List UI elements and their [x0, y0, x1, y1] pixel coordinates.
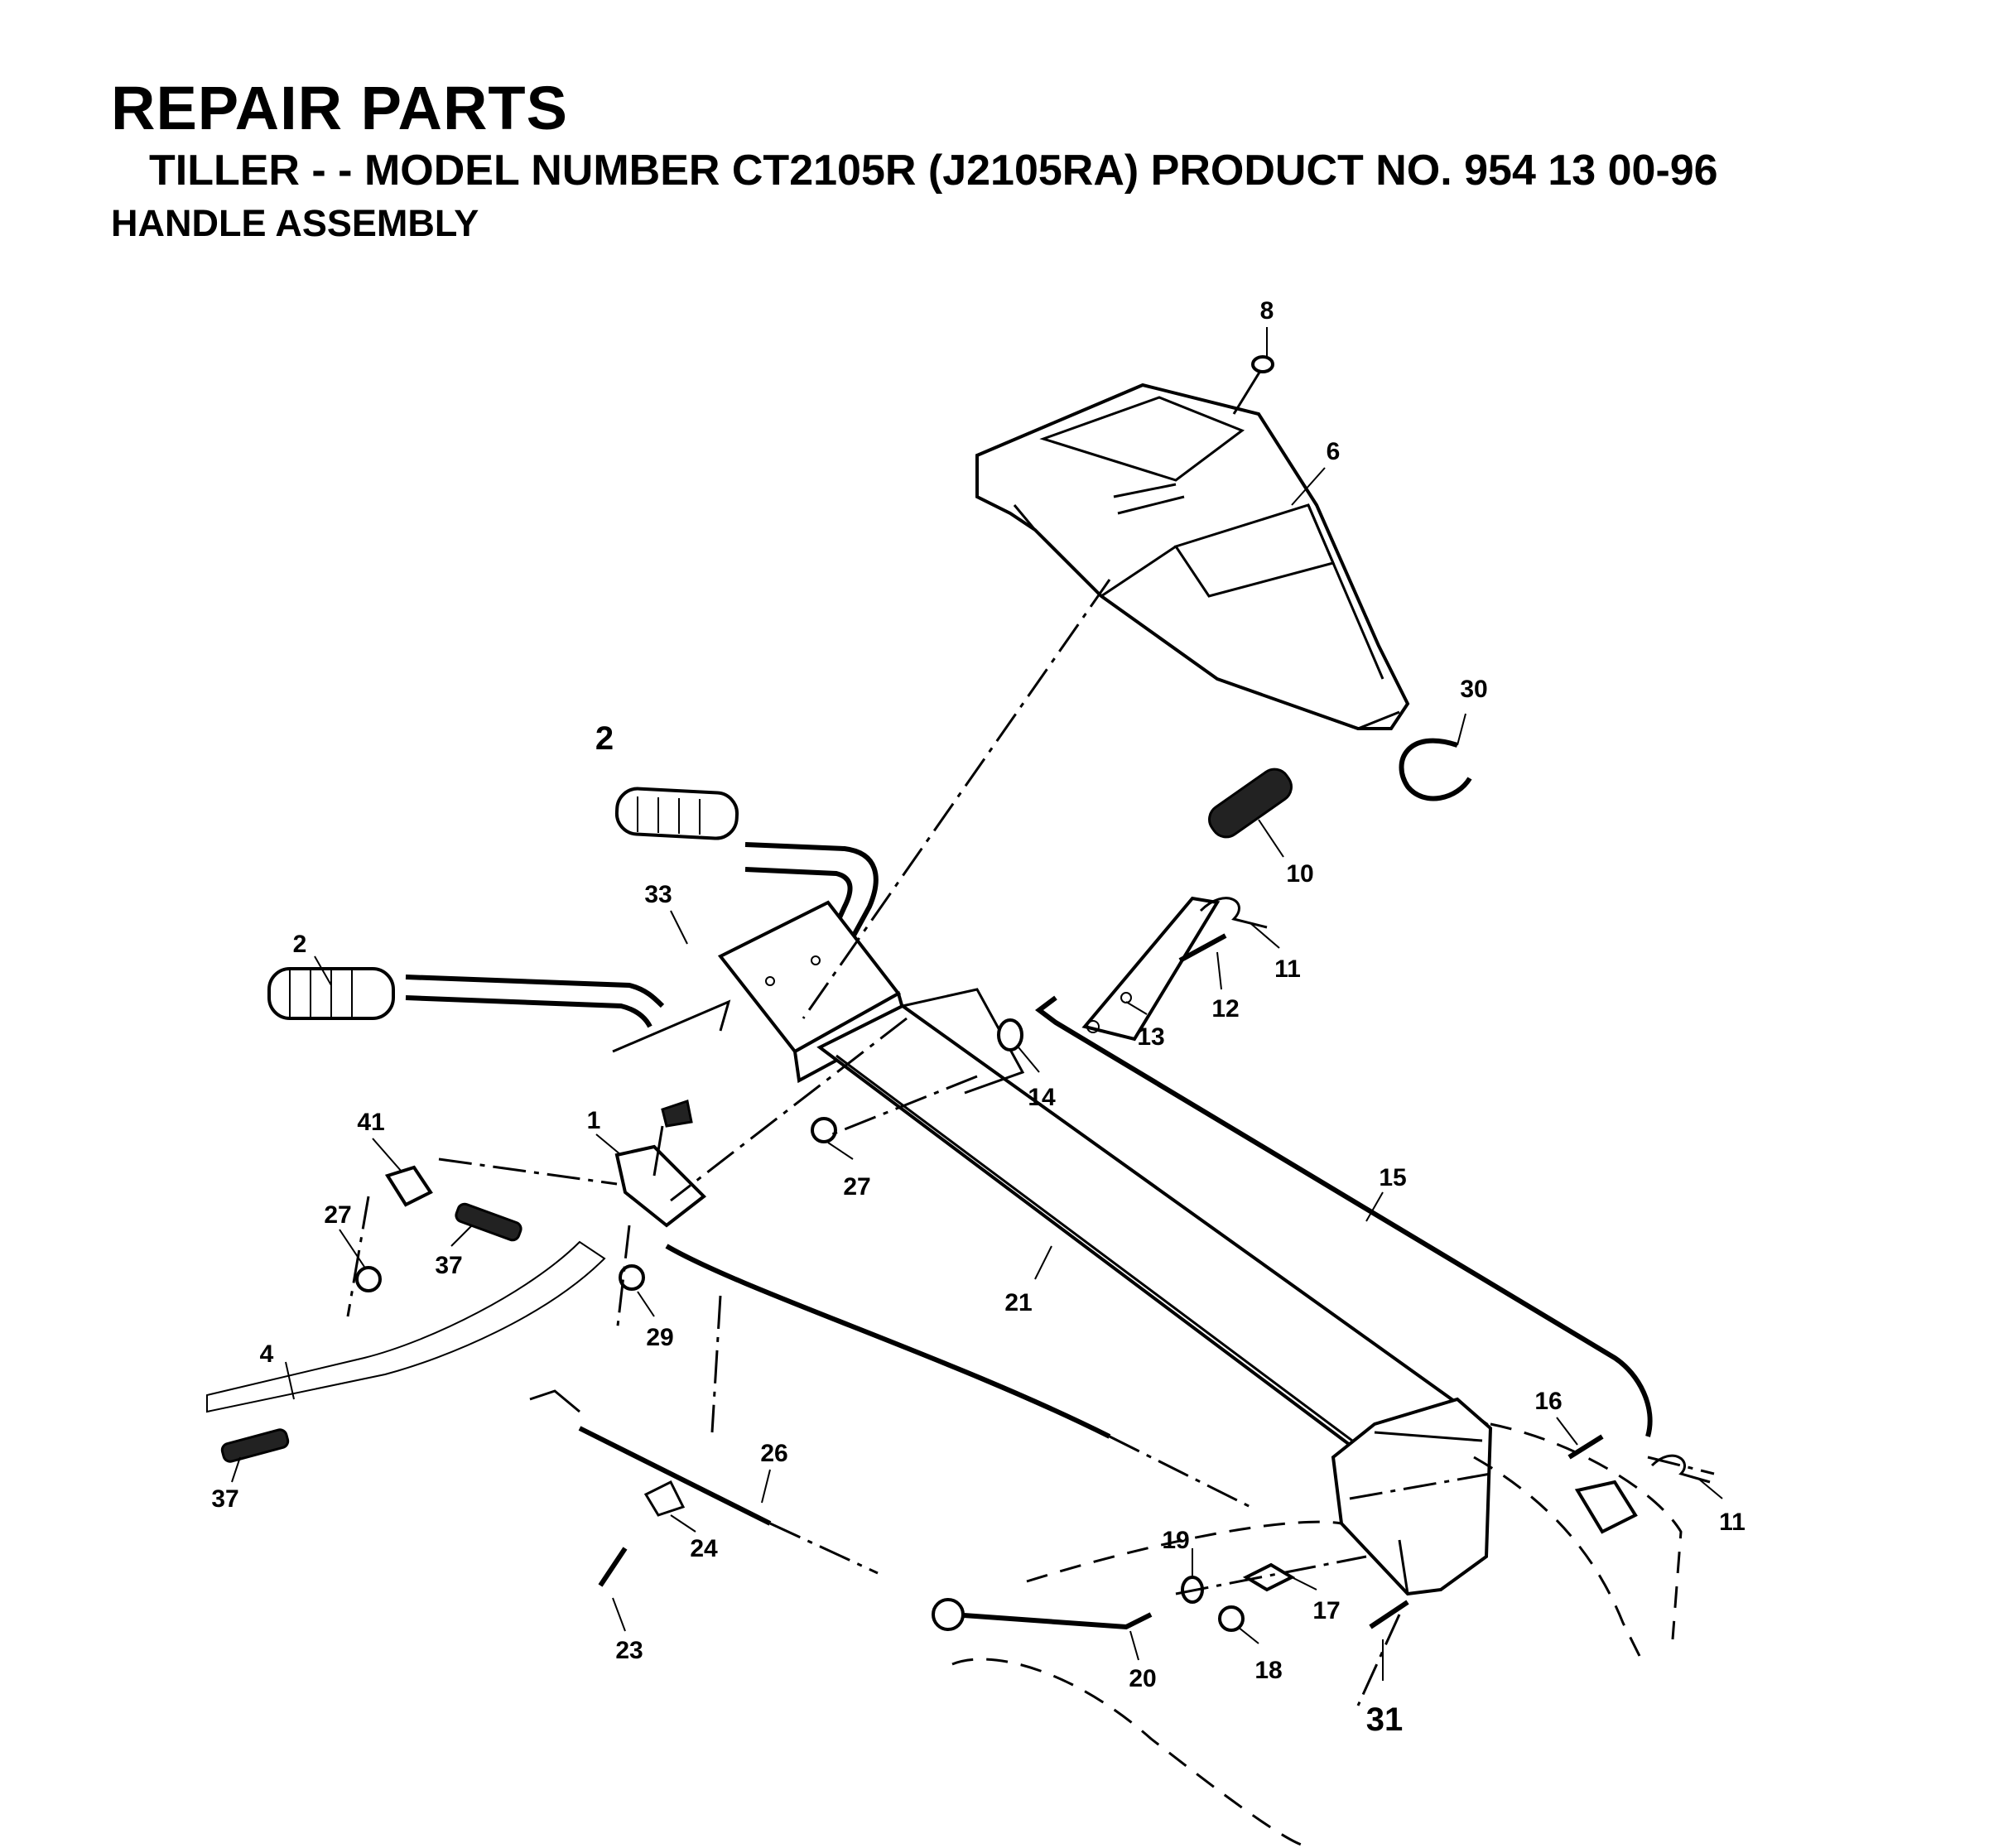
tiller-body-outline — [951, 1422, 1683, 1848]
callout-24: 24 — [690, 1535, 718, 1562]
callouts: 8 6 30 2 10 33 11 12 2 13 14 41 1 27 15 … — [211, 297, 1746, 1738]
part-drive-cable — [665, 1244, 1111, 1439]
part-hairpin-11-upper — [1199, 897, 1268, 929]
callout-37-upper: 37 — [435, 1252, 462, 1279]
callout-19: 19 — [1162, 1527, 1189, 1554]
model-subtitle: TILLER - - MODEL NUMBER CT2105R (J2105RA… — [149, 147, 1718, 195]
part-nut-27-left — [355, 1266, 382, 1292]
assembly-centerlines — [346, 579, 1715, 1706]
part-grip-37-upper — [455, 1202, 522, 1242]
callout-41: 41 — [357, 1109, 384, 1136]
part-clamp-24 — [643, 1480, 686, 1517]
callout-13: 13 — [1137, 1023, 1164, 1051]
callout-4: 4 — [260, 1340, 274, 1368]
callout-leaders — [231, 327, 1723, 1681]
part-nut-29 — [619, 1264, 645, 1291]
part-shift-lever — [1081, 768, 1293, 1042]
callout-37-lower: 37 — [211, 1485, 238, 1513]
callout-21: 21 — [1004, 1289, 1032, 1316]
part-grip-2-lower — [267, 967, 395, 1020]
callout-11-upper: 11 — [1274, 955, 1301, 983]
part-screw-8 — [1232, 355, 1274, 415]
callout-26: 26 — [760, 1440, 787, 1467]
part-screw-23 — [598, 1547, 628, 1587]
callout-11-lower: 11 — [1719, 1509, 1746, 1536]
part-handlebar — [405, 842, 879, 1028]
part-clamp-41 — [384, 1165, 433, 1207]
part-bolt-31 — [1369, 1600, 1409, 1629]
callout-31: 31 — [1366, 1701, 1404, 1738]
callout-27-center: 27 — [843, 1173, 870, 1201]
callout-18: 18 — [1254, 1657, 1282, 1684]
section-title: HANDLE ASSEMBLY — [111, 202, 479, 244]
part-handle-cover — [975, 383, 1410, 730]
part-cable-end — [529, 1389, 580, 1413]
part-spacer-17 — [1242, 1562, 1296, 1592]
callout-1: 1 — [587, 1107, 601, 1134]
callout-12: 12 — [1211, 995, 1239, 1023]
part-ring-clip-30 — [1399, 738, 1472, 801]
part-nut-18 — [1218, 1605, 1245, 1632]
callout-6: 6 — [1327, 438, 1341, 465]
callout-30: 30 — [1460, 676, 1487, 703]
part-spacer-14 — [997, 1018, 1023, 1052]
part-handle-tube — [816, 988, 1489, 1484]
callout-8: 8 — [1260, 297, 1274, 325]
callout-10: 10 — [1286, 860, 1313, 888]
part-grip-2-upper — [614, 787, 739, 840]
callout-33: 33 — [644, 881, 672, 908]
callout-16: 16 — [1534, 1388, 1562, 1415]
callout-27-left: 27 — [324, 1201, 351, 1229]
part-grip-37-lower — [220, 1428, 290, 1463]
callout-29: 29 — [646, 1324, 673, 1351]
part-control-bracket — [614, 1100, 707, 1228]
part-shift-rod-20 — [932, 1598, 1153, 1631]
part-bolt-16 — [1567, 1434, 1604, 1460]
callout-17: 17 — [1312, 1597, 1340, 1624]
callout-14: 14 — [1028, 1084, 1056, 1111]
part-nut-27-center — [811, 1117, 837, 1143]
part-drive-bail-4 — [206, 1240, 606, 1413]
page-title: REPAIR PARTS — [111, 74, 568, 142]
part-shift-bracket — [1574, 1480, 1638, 1534]
callout-20: 20 — [1129, 1665, 1156, 1692]
part-spring-26 — [578, 1426, 772, 1526]
part-shift-rod-15 — [1035, 995, 1653, 1437]
callout-2-lower: 2 — [293, 931, 307, 958]
callout-15: 15 — [1379, 1164, 1406, 1191]
part-bolt-12 — [1178, 933, 1227, 963]
part-transmission-housing — [1331, 1397, 1493, 1596]
callout-2-upper: 2 — [595, 720, 614, 757]
callout-23: 23 — [615, 1637, 643, 1664]
